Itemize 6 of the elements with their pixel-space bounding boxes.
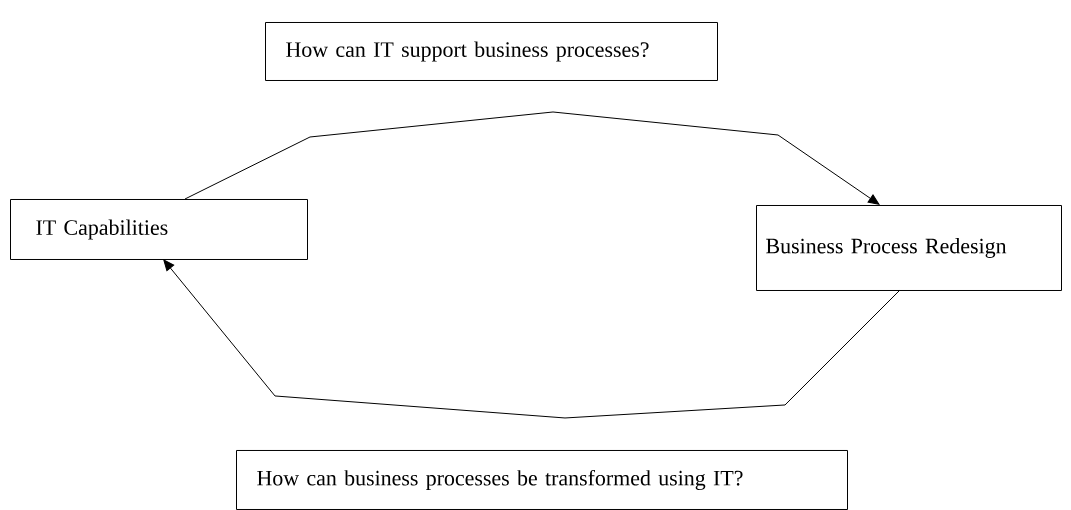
question-box: How can business processes be transformed using IT? (236, 450, 848, 510)
arrow (163, 259, 901, 419)
question-box: How can IT support business processes? (265, 22, 718, 81)
arrow (184, 111, 880, 205)
process-box: Business Process Redesign (756, 205, 1062, 291)
process-box: IT Capabilities (10, 199, 308, 260)
